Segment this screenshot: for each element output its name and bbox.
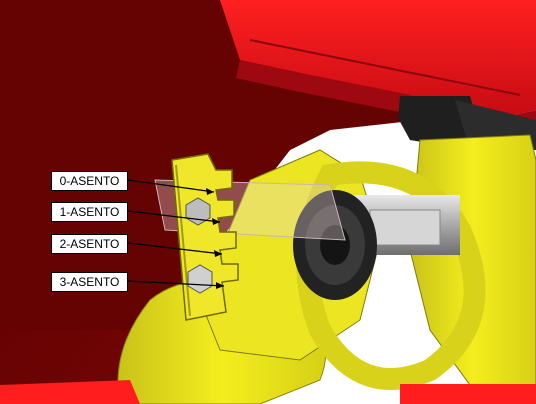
red-body-crease: [249, 39, 521, 96]
callout-1-asento: 1-ASENTO: [51, 202, 128, 222]
steel-shaft-collar: [369, 209, 441, 246]
bracket-edge: [175, 164, 191, 317]
callout-0-asento: 0-ASENTO: [51, 171, 128, 191]
callout-3-asento: 3-ASENTO: [51, 272, 128, 292]
callout-2-asento: 2-ASENTO: [51, 234, 128, 254]
leader-2: [127, 242, 223, 255]
red-body-edge: [236, 60, 536, 140]
leader-3: [127, 280, 225, 287]
red-bottom-left: [0, 380, 140, 404]
arrowhead-3: [216, 282, 224, 289]
black-hub-core: [320, 225, 350, 265]
bolt-lower: [187, 264, 213, 294]
red-body-top: [220, 0, 536, 125]
arrowhead-1: [212, 218, 220, 225]
leader-1: [127, 210, 221, 223]
arrowhead-0: [206, 188, 214, 195]
leader-0: [127, 179, 215, 193]
arrowhead-2: [214, 250, 222, 257]
leader-arrows: [127, 179, 225, 289]
red-bottom-right: [400, 384, 536, 404]
